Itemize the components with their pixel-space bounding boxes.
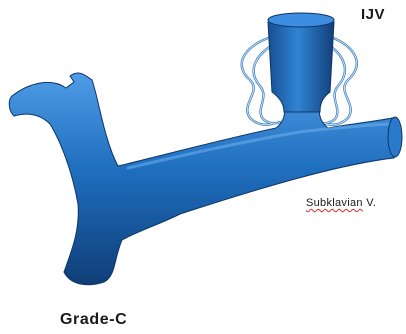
subclavian-vein-label: Subklavian V. xyxy=(306,197,376,209)
subclavian-suffix: V. xyxy=(366,197,376,209)
ijv-label: IJV xyxy=(361,6,385,23)
vessel-body xyxy=(9,73,399,285)
venous-trunk xyxy=(9,73,402,285)
ijv-top-opening xyxy=(268,13,334,27)
internal-jugular-vein xyxy=(268,13,334,112)
subclavian-word: Subklavian xyxy=(306,197,363,209)
subclavian-end xyxy=(388,117,402,157)
grade-label: Grade-C xyxy=(60,311,127,329)
